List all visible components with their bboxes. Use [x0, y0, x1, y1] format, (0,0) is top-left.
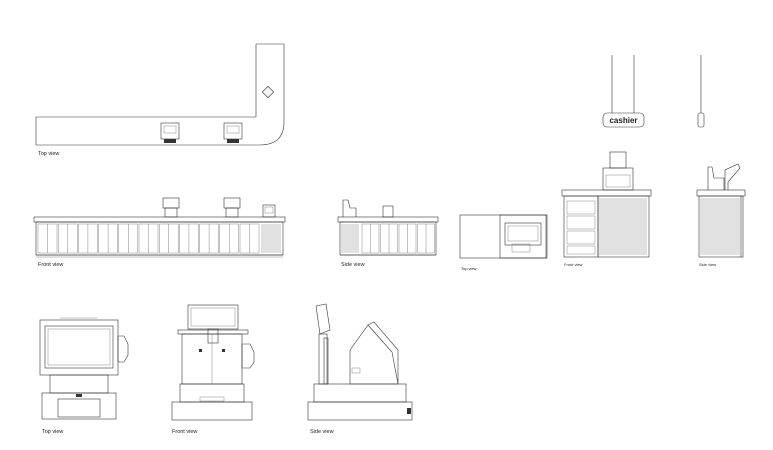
register-side-2: [382, 205, 394, 218]
label-counter-top-view: Top view: [38, 151, 60, 157]
counter-top-view: [35, 43, 285, 146]
register-top-2: [223, 122, 243, 143]
label-pos-side-view: Side view: [310, 429, 334, 435]
sign-text: cashier: [609, 116, 637, 125]
cashier-sign-front: cashier: [602, 55, 645, 128]
register-side-1: [342, 199, 357, 217]
label-desk-front-view: Front view: [564, 262, 583, 267]
pos-front-view: [171, 304, 255, 421]
desk-register-front: [602, 151, 634, 191]
counter-side-view: [337, 199, 439, 256]
register-top-1: [160, 122, 180, 143]
register-front-3: [262, 204, 276, 218]
desk-register-side: [707, 163, 741, 190]
pos-top-view: [39, 317, 129, 420]
desk-top-view: [459, 214, 548, 259]
label-counter-side-view: Side view: [341, 262, 365, 268]
counter-front-view: [33, 197, 286, 258]
register-front-2: [223, 197, 241, 218]
label-desk-side-view: Side view: [699, 262, 717, 267]
label-counter-front-view: Front view: [38, 262, 64, 268]
desk-front-view: cashier: [561, 55, 652, 258]
cashier-sign-side: [697, 55, 705, 128]
pos-side-view: [307, 303, 413, 421]
register-front-1: [162, 197, 180, 218]
desk-side-view: [696, 55, 746, 258]
label-desk-top-view: Top view: [461, 266, 477, 271]
label-pos-top-view: Top view: [42, 429, 64, 435]
label-pos-front-view: Front view: [172, 429, 198, 435]
